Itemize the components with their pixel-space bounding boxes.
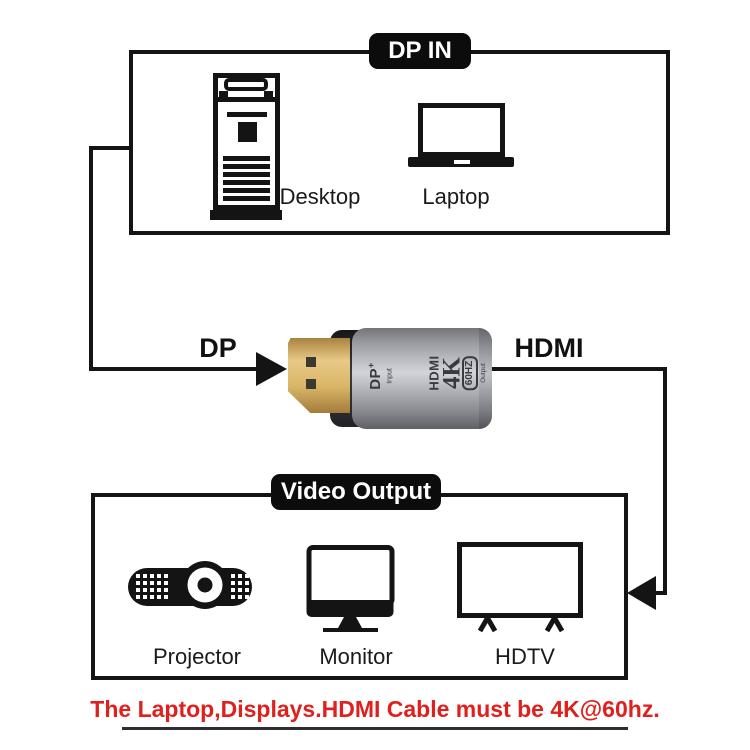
hdmi-port-label: HDMI <box>514 333 584 363</box>
note-underline <box>122 727 628 730</box>
note-text: The Laptop,Displays.HDMI Cable must be 4… <box>90 696 660 722</box>
adapter-body <box>352 328 492 429</box>
connector-hole <box>306 357 316 367</box>
adapter-dp-marking-text: DP <box>367 367 384 390</box>
adapter-60hz-marking: 60HZ <box>462 355 478 391</box>
adapter-output-marking: Output <box>479 363 487 383</box>
dp-in-section-label: DP IN <box>369 33 471 69</box>
dp-arrow-icon <box>256 352 287 386</box>
laptop-label: Laptop <box>422 184 490 209</box>
dp-port-label: DP <box>199 333 237 363</box>
adapter-dp-plus: + <box>366 362 376 368</box>
dp-line-top <box>89 146 129 150</box>
laptop-icon <box>408 103 514 167</box>
projector-label: Projector <box>152 644 242 669</box>
monitor-label: Monitor <box>319 644 393 669</box>
hdmi-line-horizontal <box>490 367 667 371</box>
hdmi-line-vertical <box>663 367 667 595</box>
desktop-tower-icon <box>210 73 282 220</box>
adapter-dp-marking: DP+ <box>366 362 384 390</box>
adapter-end-cap <box>479 328 492 429</box>
desktop-label: Desktop <box>279 184 361 209</box>
monitor-icon <box>306 545 395 632</box>
dp-line-vertical <box>89 146 93 371</box>
connector-hole <box>306 379 316 389</box>
adapter-input-marking: Input <box>386 368 394 384</box>
hdmi-arrow-icon <box>627 576 656 610</box>
dp-line-horizontal <box>89 367 259 371</box>
projector-icon <box>128 561 252 609</box>
hdmi-line-stub <box>652 591 667 595</box>
dp-male-connector <box>288 338 350 413</box>
hdtv-label: HDTV <box>495 644 555 669</box>
video-output-section-label: Video Output <box>271 474 441 510</box>
hdtv-icon <box>457 542 583 633</box>
adapter-4k-marking: 4K <box>438 357 466 389</box>
